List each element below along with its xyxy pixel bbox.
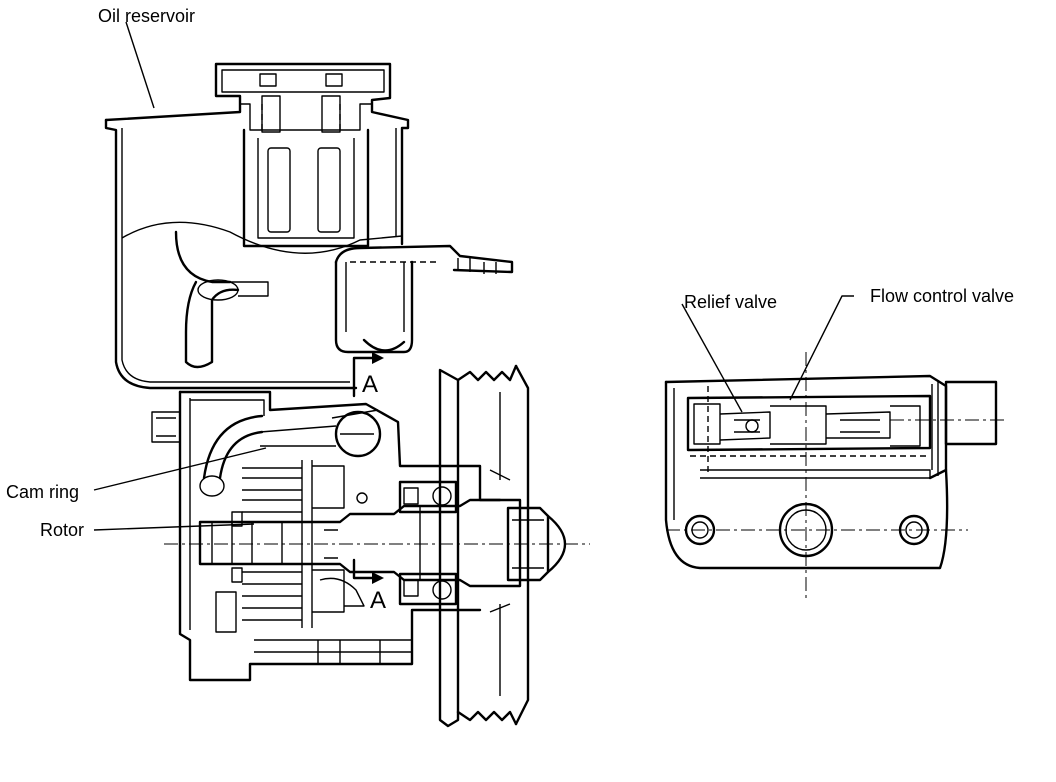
leader-lines: [93, 21, 854, 531]
section-a-markers: A A: [352, 352, 386, 614]
section-label-lower: A: [370, 587, 386, 614]
valve-detail-view: [664, 352, 1008, 600]
cam-ring-label: Cam ring: [6, 482, 79, 502]
flow-control-valve-label: Flow control valve: [870, 286, 1014, 306]
section-label-upper: A: [362, 371, 378, 398]
oil-reservoir: [104, 62, 514, 390]
relief-valve-label: Relief valve: [684, 292, 777, 312]
rotor-label: Rotor: [40, 520, 84, 540]
shaft-assembly: [164, 480, 590, 606]
pump-body: [151, 390, 502, 682]
pulley: [438, 364, 530, 728]
oil-reservoir-label: Oil reservoir: [98, 6, 195, 26]
